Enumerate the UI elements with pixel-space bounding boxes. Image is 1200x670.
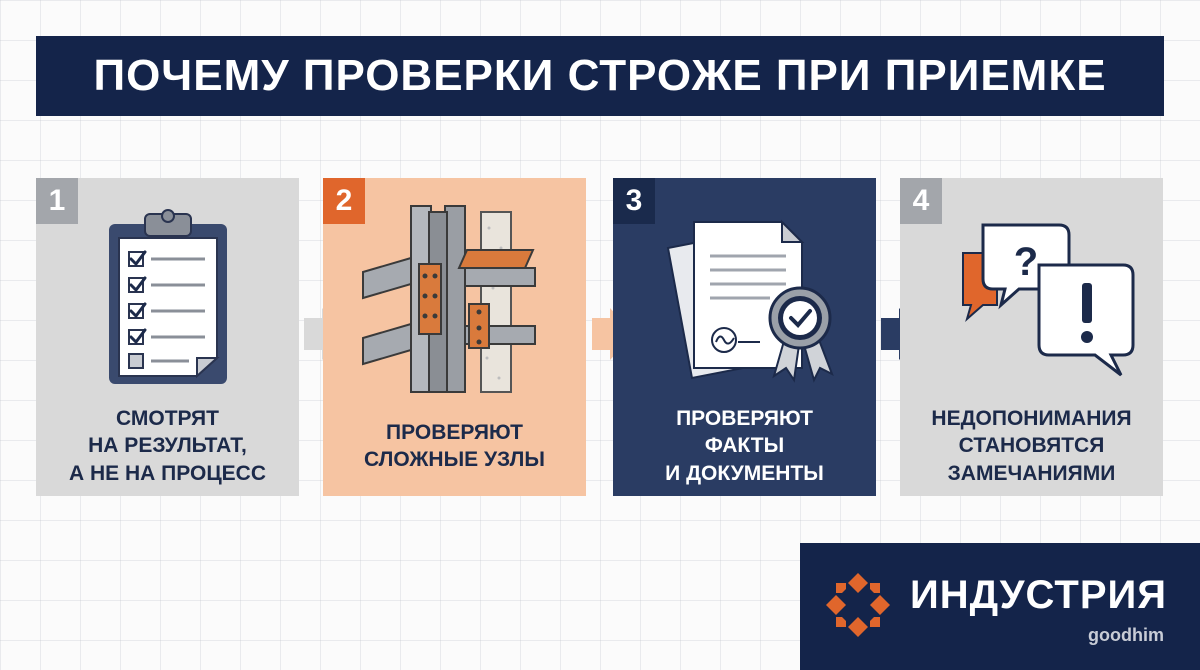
step-label-4: НЕДОПОНИМАНИЯ СТАНОВЯТСЯ ЗАМЕЧАНИЯМИ bbox=[931, 407, 1132, 485]
brand-subtitle: goodhim bbox=[1088, 625, 1164, 645]
steel-joint-icon bbox=[361, 205, 536, 393]
step-label-1: СМОТРЯТ НА РЕЗУЛЬТАТ, А НЕ НА ПРОЦЕСС bbox=[68, 407, 266, 485]
step-card-3: 3 ПРОВЕРЯЮТ ФАКТЫ И ДОКУМЕНТЫ bbox=[613, 178, 876, 496]
brand-block: ИНДУСТРИЯ goodhim bbox=[800, 543, 1200, 670]
page-title: ПОЧЕМУ ПРОВЕРКИ СТРОЖЕ ПРИ ПРИЕМКЕ bbox=[93, 51, 1107, 100]
step-card-2: 2 ПРО bbox=[323, 178, 586, 496]
step-number-4: 4 bbox=[900, 178, 942, 224]
clipboard-checklist-icon bbox=[108, 209, 227, 384]
svg-text:?: ? bbox=[1013, 240, 1037, 284]
step-card-1: 1 bbox=[36, 178, 299, 496]
step-number-3: 3 bbox=[613, 178, 655, 224]
step-number-1: 1 bbox=[36, 178, 78, 224]
documents-seal-icon bbox=[666, 219, 834, 383]
step-number-2: 2 bbox=[323, 178, 365, 224]
step-label-2: ПРОВЕРЯЮТ СЛОЖНЫЕ УЗЛЫ bbox=[364, 420, 545, 471]
speech-bubbles-icon: ? bbox=[961, 223, 1134, 377]
brand-name: ИНДУСТРИЯ bbox=[910, 573, 1168, 617]
title-banner: ПОЧЕМУ ПРОВЕРКИ СТРОЖЕ ПРИ ПРИЕМКЕ bbox=[36, 36, 1164, 116]
step-label-3: ПРОВЕРЯЮТ ФАКТЫ И ДОКУМЕНТЫ bbox=[665, 407, 824, 485]
logo-icon bbox=[826, 573, 890, 637]
step-card-4: 4 ? НЕДОПОНИМАНИЯ СТАНОВЯТСЯ ЗАМЕЧАНИЯМИ bbox=[900, 178, 1163, 496]
